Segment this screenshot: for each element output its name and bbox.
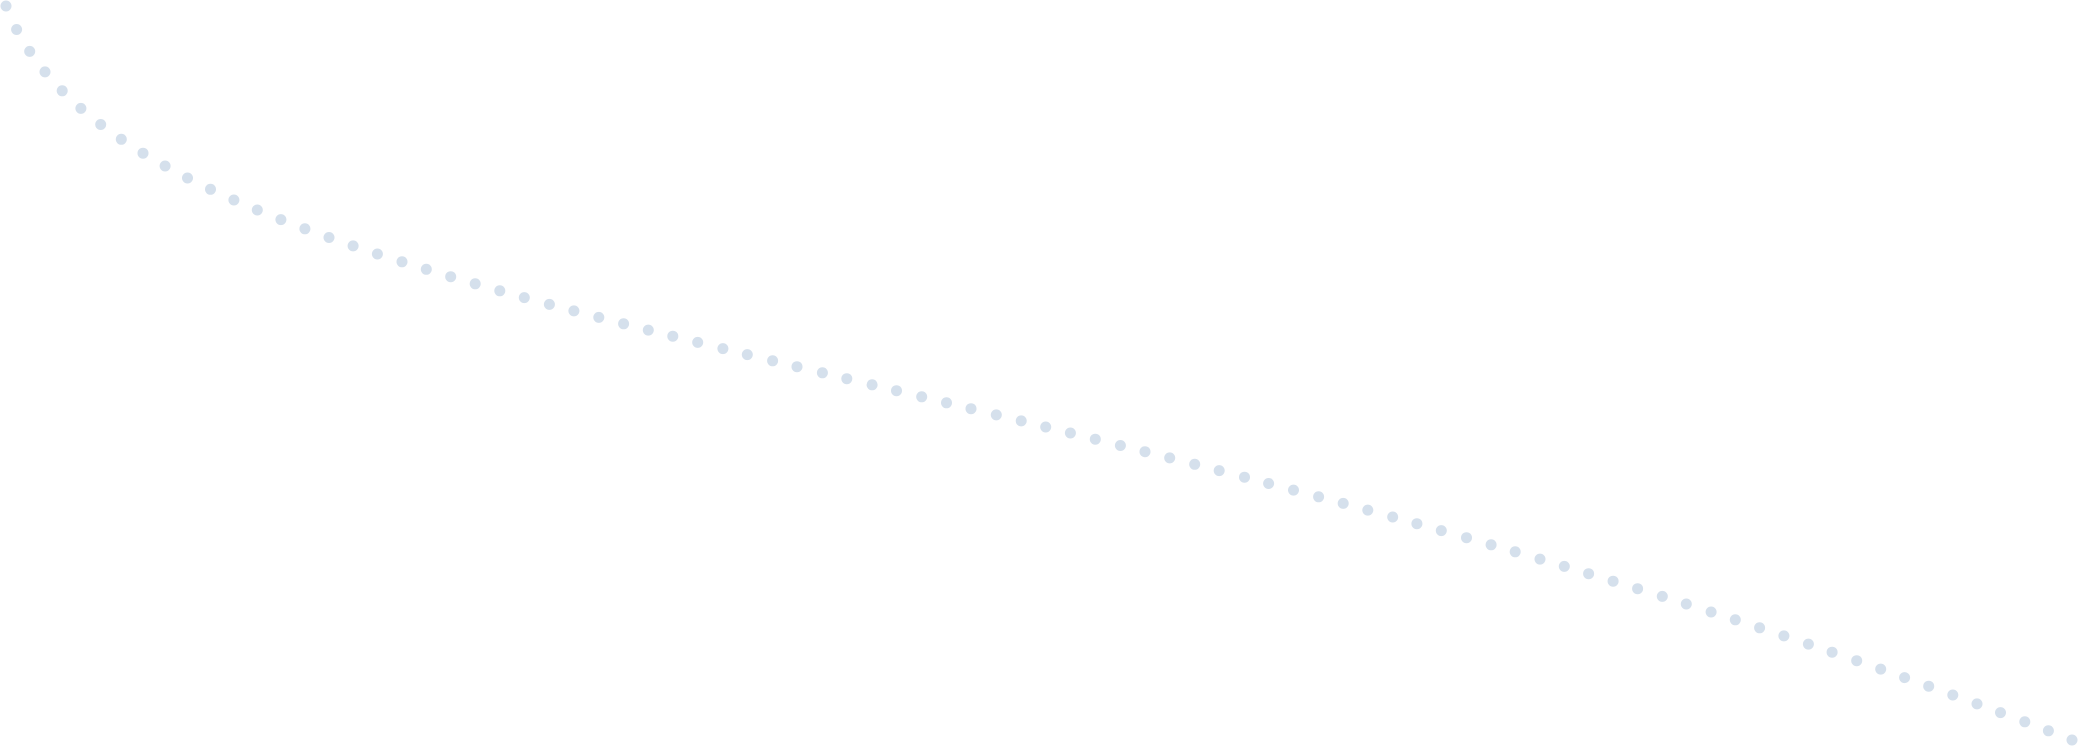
dot	[1947, 689, 1959, 701]
dot	[299, 223, 311, 235]
dot	[1632, 583, 1644, 595]
dot	[1899, 672, 1911, 684]
dot	[1971, 698, 1983, 710]
dot	[1040, 421, 1052, 433]
dot	[494, 285, 506, 297]
dot	[56, 85, 68, 97]
dot	[137, 147, 149, 159]
dot	[159, 160, 171, 172]
dot	[228, 194, 240, 206]
dot	[24, 45, 36, 57]
dot	[469, 278, 481, 290]
dot	[75, 102, 87, 114]
dot	[39, 66, 51, 78]
dot	[891, 385, 902, 397]
dot	[965, 403, 977, 415]
dot	[1729, 614, 1741, 626]
dot	[275, 214, 287, 226]
dot	[11, 24, 23, 35]
dot	[1534, 553, 1546, 565]
dot	[1875, 663, 1887, 675]
dot	[323, 232, 335, 243]
dot	[1213, 465, 1225, 477]
dot	[1705, 606, 1717, 618]
dot	[841, 373, 853, 385]
dot	[1337, 497, 1349, 509]
dot	[543, 298, 555, 310]
dot	[115, 133, 127, 145]
dot	[1656, 590, 1668, 602]
dot	[717, 343, 729, 355]
dot	[568, 305, 580, 317]
dot	[1778, 630, 1790, 642]
dot	[990, 409, 1002, 421]
dot	[618, 318, 630, 330]
dot	[1064, 427, 1076, 439]
dot	[347, 240, 359, 252]
dot	[1558, 560, 1570, 572]
dot	[1680, 598, 1692, 610]
dot	[916, 391, 928, 403]
dot	[518, 292, 530, 304]
dot	[816, 367, 828, 379]
dot	[1114, 440, 1126, 451]
dot	[1362, 504, 1374, 516]
dot	[0, 0, 12, 12]
dot	[445, 271, 457, 283]
dot	[1387, 511, 1399, 523]
dot	[1607, 575, 1619, 587]
dot	[866, 379, 878, 391]
dot	[692, 336, 704, 348]
dot	[1313, 491, 1325, 503]
dot	[1461, 532, 1472, 544]
dot	[1995, 707, 2006, 719]
dot	[2042, 725, 2054, 737]
dot	[1411, 518, 1423, 530]
dot	[767, 355, 779, 367]
dot	[95, 119, 107, 130]
dot	[2066, 734, 2078, 746]
dot	[205, 183, 216, 195]
dot	[1583, 568, 1595, 580]
dot	[1435, 525, 1447, 537]
dot	[1826, 646, 1838, 658]
dot	[396, 256, 408, 268]
dot	[941, 397, 952, 409]
dot	[1239, 471, 1250, 483]
dot	[182, 172, 193, 184]
dot	[251, 204, 263, 216]
dot	[1754, 622, 1766, 634]
dot	[1509, 546, 1521, 558]
dot	[420, 263, 432, 275]
dot	[1015, 415, 1027, 427]
dot	[1923, 680, 1935, 692]
dot	[2019, 716, 2031, 728]
dot	[1189, 458, 1201, 470]
dot	[593, 311, 605, 323]
dot	[667, 330, 679, 342]
dot	[1851, 655, 1863, 667]
dot	[741, 349, 753, 361]
dot	[1288, 484, 1299, 496]
dot	[791, 361, 803, 373]
dot	[371, 248, 383, 260]
dot	[1263, 478, 1275, 489]
dot	[1485, 539, 1497, 551]
dot	[1802, 638, 1814, 650]
dot	[1089, 433, 1101, 445]
dot	[1164, 452, 1176, 464]
dot	[1139, 446, 1151, 458]
dot	[642, 324, 654, 336]
